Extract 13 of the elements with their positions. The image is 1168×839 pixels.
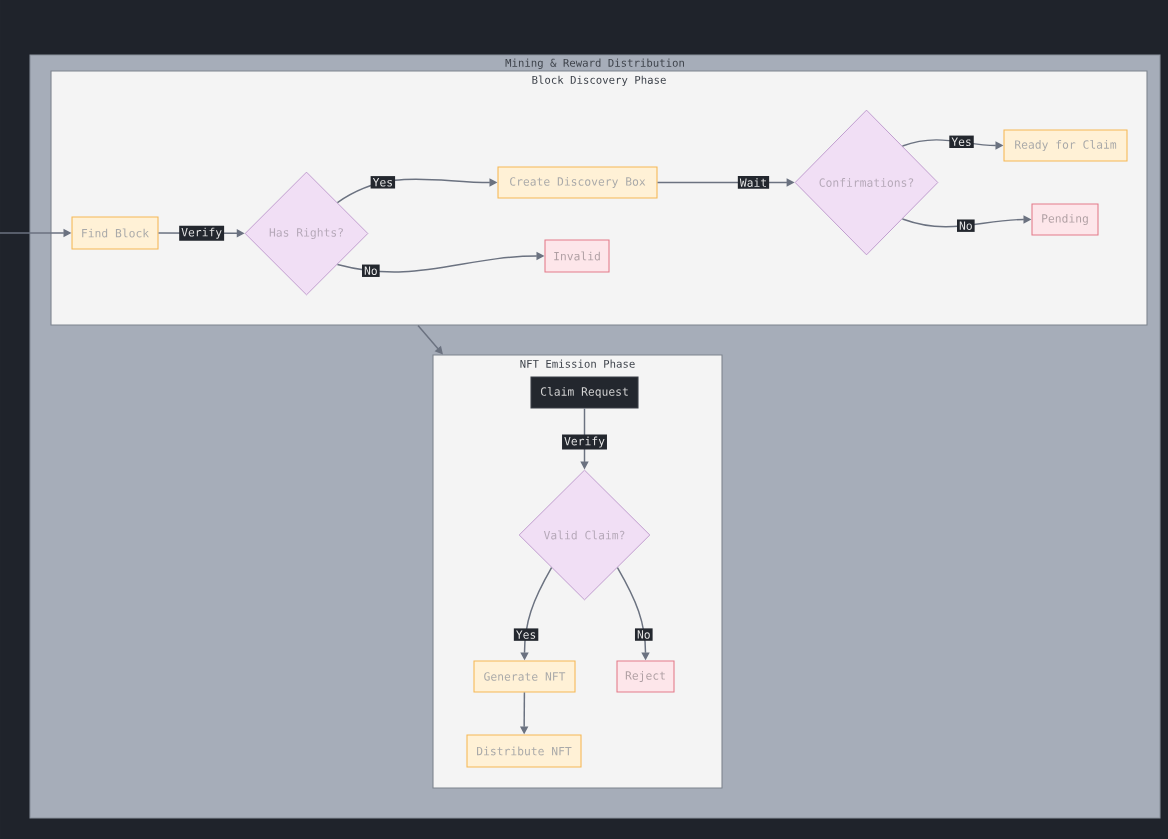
rejection-box: Reject: [616, 660, 675, 693]
process-box: Generate NFT: [473, 660, 576, 693]
edge-label: No: [957, 219, 975, 232]
process-box: Ready for Claim: [1003, 129, 1128, 162]
start-box: Claim Request: [530, 376, 639, 409]
rejection-box: Pending: [1031, 203, 1099, 236]
edge-label: Wait: [737, 176, 770, 189]
rejection-box: Invalid: [544, 239, 610, 273]
edge-label: Yes: [513, 628, 539, 641]
process-box: Create Discovery Box: [497, 166, 658, 199]
process-box: Distribute NFT: [466, 734, 582, 768]
edge-label: Yes: [370, 176, 396, 189]
process-box: Find Block: [71, 216, 159, 250]
